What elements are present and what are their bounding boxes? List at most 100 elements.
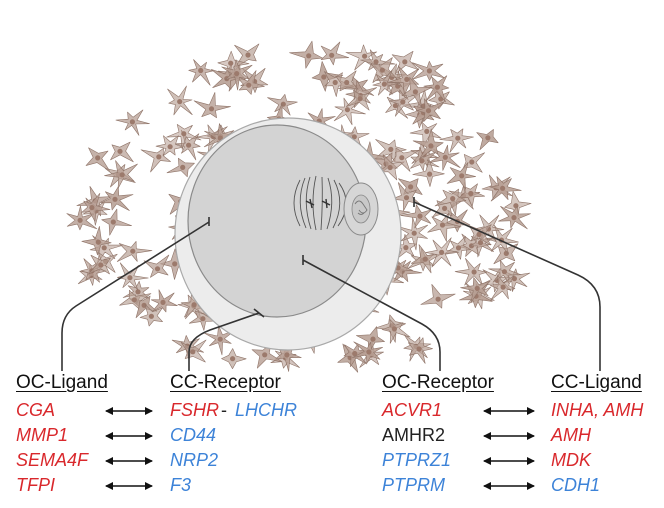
oc-receptor-label: ACVR1 bbox=[382, 400, 443, 420]
cumulus-cell-nucleus bbox=[387, 164, 393, 171]
cumulus-cell-nucleus bbox=[357, 96, 363, 102]
cumulus-cell bbox=[420, 284, 456, 309]
cumulus-cell-nucleus bbox=[485, 135, 491, 141]
cumulus-cell-nucleus bbox=[230, 356, 236, 362]
cumulus-cell bbox=[356, 326, 385, 354]
cumulus-cell bbox=[101, 208, 132, 236]
cumulus-cell-nucleus bbox=[186, 142, 192, 148]
meiotic-spindle-icon bbox=[293, 175, 347, 231]
cumulus-cell-nucleus bbox=[428, 143, 434, 149]
cumulus-cell bbox=[439, 128, 474, 153]
cumulus-cell bbox=[143, 254, 170, 278]
cumulus-cell-nucleus bbox=[468, 190, 474, 197]
cumulus-cell bbox=[117, 262, 149, 291]
cumulus-cell-nucleus bbox=[245, 52, 251, 58]
cumulus-cell bbox=[388, 65, 420, 96]
cumulus-cell-nucleus bbox=[400, 99, 406, 105]
cumulus-cell-nucleus bbox=[135, 289, 141, 295]
cumulus-cell-nucleus bbox=[95, 155, 101, 161]
cumulus-cell-nucleus bbox=[101, 245, 107, 251]
cumulus-cell-nucleus bbox=[110, 219, 116, 225]
cumulus-cell-nucleus bbox=[370, 336, 376, 342]
cumulus-cell-nucleus bbox=[450, 196, 456, 202]
cumulus-cell bbox=[400, 204, 432, 229]
header-cc-ligand: CC-Ligand bbox=[551, 372, 642, 393]
cumulus-cell-nucleus bbox=[208, 106, 215, 112]
cc-ligand-label: CDH1 bbox=[551, 475, 601, 495]
cumulus-cell-nucleus bbox=[379, 67, 385, 73]
cumulus-cell-nucleus bbox=[127, 275, 133, 281]
cumulus-cell-nucleus bbox=[419, 158, 425, 164]
cc-ligand-label: MDK bbox=[551, 450, 591, 470]
cumulus-cell-nucleus bbox=[351, 134, 357, 140]
cumulus-cell-nucleus bbox=[424, 128, 430, 134]
cumulus-cell-nucleus bbox=[442, 205, 448, 211]
cumulus-cell-nucleus bbox=[417, 213, 423, 219]
cc-receptor-label: NRP2 bbox=[170, 450, 219, 470]
cumulus-cell-nucleus bbox=[228, 60, 234, 66]
cumulus-cell-nucleus bbox=[98, 262, 104, 268]
cumulus-cell-nucleus bbox=[180, 164, 186, 170]
cumulus-cell bbox=[320, 41, 350, 66]
cumulus-cell-nucleus bbox=[399, 155, 405, 161]
cumulus-cell-nucleus bbox=[246, 82, 252, 88]
cumulus-cell-nucleus bbox=[117, 148, 123, 154]
cumulus-cell-nucleus bbox=[112, 196, 118, 202]
cumulus-cell-nucleus bbox=[156, 154, 162, 160]
oc-ligand-label: TFPI bbox=[16, 475, 55, 495]
cumulus-cell-nucleus bbox=[262, 352, 268, 358]
cumulus-cell-nucleus bbox=[455, 245, 462, 251]
header-oc-receptor: OC-Receptor bbox=[382, 372, 494, 393]
cumulus-cell-nucleus bbox=[381, 81, 387, 87]
cumulus-cell bbox=[391, 147, 420, 172]
cumulus-cell bbox=[333, 97, 366, 126]
header-oc-ligand: OC-Ligand bbox=[16, 372, 108, 393]
cumulus-cell-nucleus bbox=[474, 285, 480, 291]
cumulus-cell-nucleus bbox=[455, 135, 461, 141]
cumulus-cell bbox=[454, 258, 487, 286]
cumulus-cell-nucleus bbox=[190, 349, 196, 355]
cumulus-cell-nucleus bbox=[501, 269, 507, 275]
cumulus-cell-nucleus bbox=[234, 71, 240, 77]
cumulus-cell-nucleus bbox=[373, 59, 379, 65]
cumulus-cell-nucleus bbox=[439, 222, 446, 228]
cumulus-cell-nucleus bbox=[416, 346, 422, 352]
cumulus-cell-nucleus bbox=[477, 240, 484, 246]
connector-lines bbox=[61, 197, 601, 371]
cumulus-cell-nucleus bbox=[476, 231, 482, 237]
cumulus-cell-nucleus bbox=[119, 172, 125, 178]
cumulus-cell-nucleus bbox=[511, 215, 517, 221]
cumulus-cell-nucleus bbox=[471, 269, 477, 275]
oocyte-icon bbox=[174, 117, 402, 351]
cc-receptor-label: F3 bbox=[170, 475, 192, 495]
cumulus-cell-nucleus bbox=[95, 239, 101, 245]
cumulus-cell-nucleus bbox=[434, 84, 440, 90]
cumulus-cell-nucleus bbox=[362, 53, 368, 59]
cumulus-cell bbox=[140, 147, 171, 173]
cumulus-cell-nucleus bbox=[426, 68, 432, 74]
cumulus-cell-nucleus bbox=[198, 67, 204, 74]
cumulus-cell-nucleus bbox=[344, 107, 350, 113]
cumulus-cell-nucleus bbox=[344, 79, 350, 86]
cumulus-cell-nucleus bbox=[89, 205, 95, 211]
cumulus-cell bbox=[345, 44, 378, 71]
cumulus-cell-nucleus bbox=[427, 171, 433, 177]
cumulus-cell bbox=[289, 40, 323, 69]
cumulus-cell-nucleus bbox=[412, 89, 418, 95]
cumulus-cell-nucleus bbox=[130, 248, 136, 254]
cumulus-cell-nucleus bbox=[435, 296, 441, 302]
cumulus-cell-nucleus bbox=[160, 299, 166, 305]
cumulus-cell-nucleus bbox=[469, 159, 475, 165]
cumulus-cell bbox=[381, 319, 411, 344]
cc-ligand-label: INHA, AMH bbox=[551, 400, 644, 420]
oc-ligand-label: CGA bbox=[16, 400, 56, 420]
cc-receptor-label: LHCHR bbox=[235, 400, 298, 420]
cumulus-cell-nucleus bbox=[321, 74, 327, 80]
cumulus-cell bbox=[489, 176, 522, 202]
cumulus-cell bbox=[217, 50, 250, 78]
cumulus-cell bbox=[81, 193, 111, 222]
cumulus-cell-nucleus bbox=[366, 349, 372, 355]
cc-receptor-label: FSHR bbox=[170, 400, 219, 420]
cumulus-cell-nucleus bbox=[402, 59, 408, 65]
